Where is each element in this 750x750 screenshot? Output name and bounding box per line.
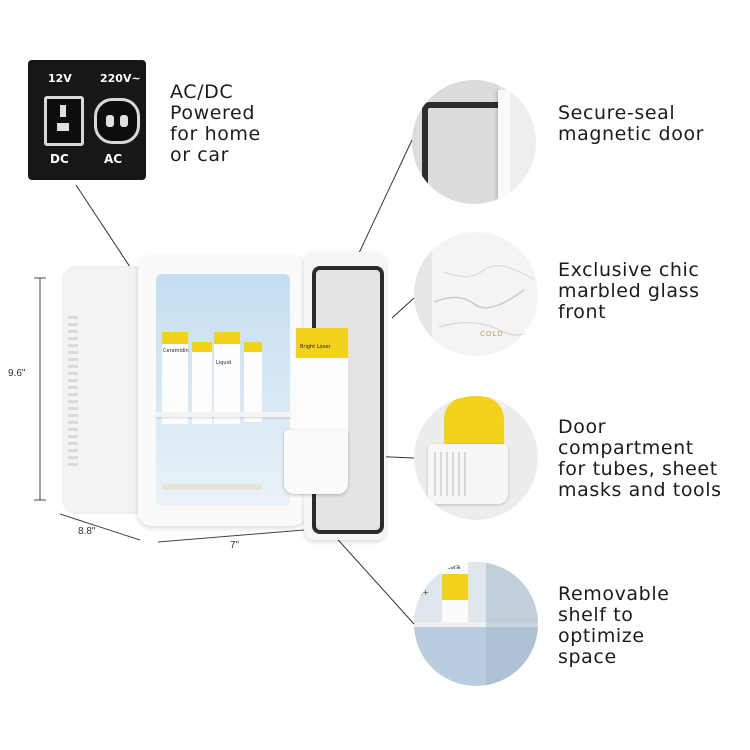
feature-compartment-text: Door compartment for tubes, sheet masks … <box>558 416 722 501</box>
ac-voltage-label: 220V~ <box>100 72 141 85</box>
fridge-door-image: Bright Lover <box>284 252 388 542</box>
liquid-label: Liquid <box>216 360 232 366</box>
ac-socket <box>94 98 140 144</box>
shelf-tube-label: Cera <box>446 564 461 571</box>
dc-socket <box>44 96 84 146</box>
marbled-glass-detail-image: COLD <box>414 232 538 356</box>
height-dimension-label: 9.6" <box>8 368 26 379</box>
ac-label: AC <box>104 152 123 166</box>
depth-dimension-label: 8.8" <box>78 526 96 537</box>
width-dimension-label: 7" <box>230 540 240 551</box>
removable-shelf-detail-image: Cera rt+ <box>414 562 538 686</box>
dc-voltage-label: 12V <box>48 72 72 85</box>
feature-power-text: AC/DC Powered for home or car <box>170 81 261 166</box>
mini-fridge-image: Ceramidin Liquid <box>62 256 322 534</box>
feature-shelf-text: Removable shelf to optimize space <box>558 583 670 668</box>
shelf-product-text: rt+ <box>416 588 430 597</box>
door-compartment-detail-image <box>414 396 538 520</box>
fridge-shelf <box>156 412 290 417</box>
feature-glass-text: Exclusive chic marbled glass front <box>558 259 700 323</box>
door-compartment <box>284 430 348 494</box>
vent-grille <box>68 316 78 466</box>
mask-title: Bright Lover <box>300 344 331 350</box>
dc-label: DC <box>50 152 69 166</box>
ceramide-label: Ceramidin <box>163 348 189 354</box>
power-panel: 12V 220V~ DC AC <box>28 60 146 180</box>
glass-brand-text: COLD <box>480 330 504 338</box>
door-seal-detail-image <box>412 80 536 204</box>
feature-door-text: Secure-seal magnetic door <box>558 102 705 145</box>
